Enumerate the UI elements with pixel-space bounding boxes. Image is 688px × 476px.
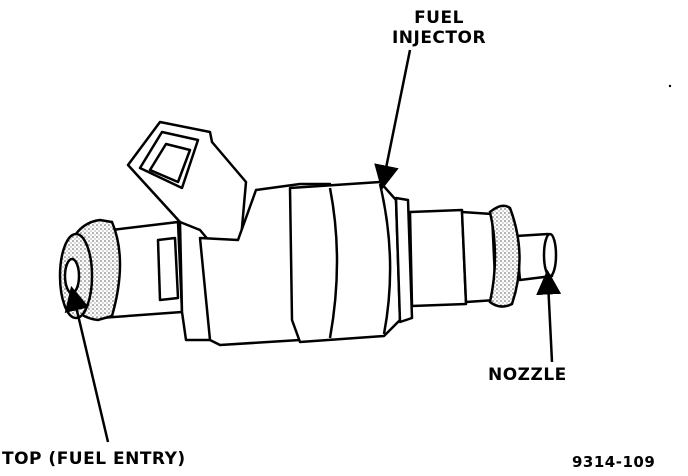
leader-lines — [64, 49, 562, 443]
nozzle-leader — [536, 269, 562, 363]
fuel-injector-leader — [374, 49, 412, 191]
top-fuel-entry-label: TOP (FUEL ENTRY) — [2, 449, 186, 469]
connector-socket-inner — [148, 142, 192, 184]
front-neck — [408, 208, 468, 308]
nozzle-o-ring — [488, 204, 521, 308]
front-neck-step — [460, 210, 498, 304]
fuel-injector-label-line2: INJECTOR — [391, 28, 487, 48]
figure-code: 9314-109 — [572, 453, 656, 471]
fuel-injector-label-line1: FUEL — [414, 8, 464, 28]
nozzle-end — [542, 232, 558, 278]
connector-socket — [138, 130, 200, 190]
barrel-edge — [378, 183, 392, 335]
scan-speck — [668, 84, 672, 88]
nozzle-label: NOZZLE — [488, 365, 567, 385]
barrel-seam — [328, 187, 339, 339]
connector-clip — [156, 236, 180, 302]
fuel-injector-label: FUEL INJECTOR — [384, 8, 494, 48]
fuel-entry-opening — [63, 257, 81, 295]
top-fuel-entry-leader — [64, 285, 110, 443]
body-ring — [394, 196, 414, 324]
injector-body — [93, 120, 558, 347]
